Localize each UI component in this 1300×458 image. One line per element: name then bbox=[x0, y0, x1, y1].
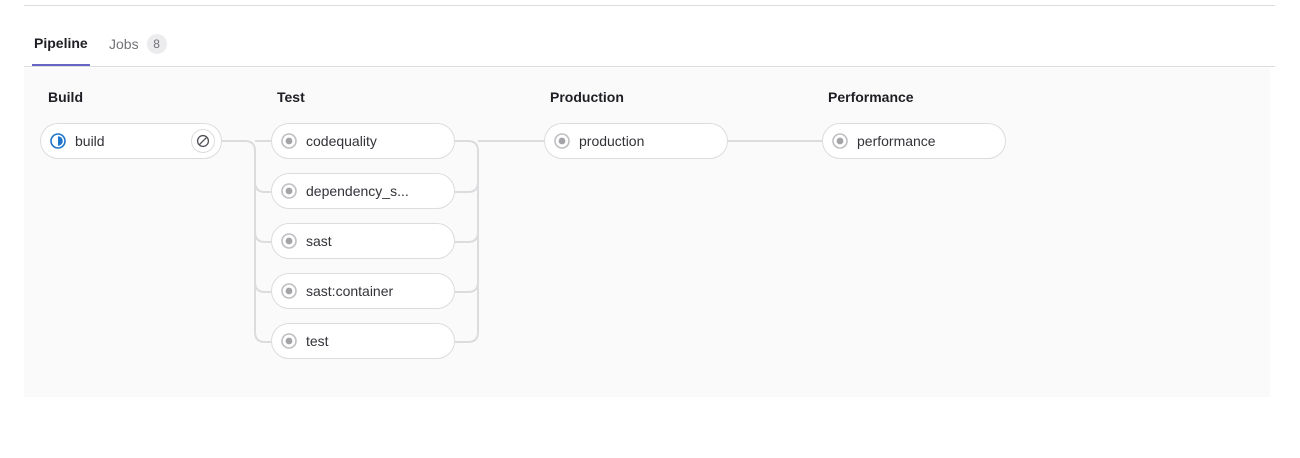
job-sast-container-label: sast:container bbox=[306, 283, 394, 299]
status-running-icon bbox=[50, 133, 66, 149]
status-created-icon bbox=[281, 133, 297, 149]
stage-production-title: Production bbox=[550, 89, 624, 105]
job-sast-label: sast bbox=[306, 233, 332, 249]
status-created-icon bbox=[281, 233, 297, 249]
job-build-main[interactable]: build bbox=[50, 133, 191, 149]
status-created-icon bbox=[832, 133, 848, 149]
job-test-main[interactable]: test bbox=[281, 333, 448, 349]
tab-bar: Pipeline Jobs 8 bbox=[24, 22, 1275, 67]
pipeline-graph-panel: Build build Test bbox=[24, 68, 1270, 397]
cancel-icon[interactable] bbox=[191, 129, 215, 153]
tab-jobs[interactable]: Jobs 8 bbox=[107, 22, 169, 66]
status-created-icon bbox=[554, 133, 570, 149]
tab-pipeline-label: Pipeline bbox=[34, 35, 88, 51]
job-test-label: test bbox=[306, 333, 329, 349]
job-performance-label: performance bbox=[857, 133, 936, 149]
pipeline-connectors bbox=[222, 140, 822, 343]
stage-test-title: Test bbox=[277, 89, 305, 105]
job-dependency-scanning-main[interactable]: dependency_s... bbox=[281, 183, 448, 199]
job-production-main[interactable]: production bbox=[554, 133, 721, 149]
tab-pipeline[interactable]: Pipeline bbox=[32, 22, 90, 66]
status-created-icon bbox=[281, 283, 297, 299]
stage-build-title: Build bbox=[48, 89, 83, 105]
stage-performance-title: Performance bbox=[828, 89, 914, 105]
job-sast-container-main[interactable]: sast:container bbox=[281, 283, 448, 299]
job-build-label: build bbox=[75, 133, 105, 149]
status-created-icon bbox=[281, 183, 297, 199]
job-sast-container[interactable]: sast:container bbox=[271, 273, 455, 309]
job-production-label: production bbox=[579, 133, 645, 149]
circle-slash-icon bbox=[196, 134, 210, 148]
job-performance-main[interactable]: performance bbox=[832, 133, 999, 149]
job-sast-main[interactable]: sast bbox=[281, 233, 448, 249]
job-dependency-scanning[interactable]: dependency_s... bbox=[271, 173, 455, 209]
job-sast[interactable]: sast bbox=[271, 223, 455, 259]
job-codequality[interactable]: codequality bbox=[271, 123, 455, 159]
job-production[interactable]: production bbox=[544, 123, 728, 159]
top-divider bbox=[24, 5, 1275, 6]
job-performance[interactable]: performance bbox=[822, 123, 1006, 159]
tab-jobs-count-badge: 8 bbox=[146, 34, 167, 54]
tab-jobs-label: Jobs bbox=[109, 36, 139, 52]
status-created-icon bbox=[281, 333, 297, 349]
job-build[interactable]: build bbox=[40, 123, 222, 159]
job-codequality-label: codequality bbox=[306, 133, 377, 149]
job-test[interactable]: test bbox=[271, 323, 455, 359]
job-codequality-main[interactable]: codequality bbox=[281, 133, 448, 149]
job-dependency-scanning-label: dependency_s... bbox=[306, 183, 409, 199]
